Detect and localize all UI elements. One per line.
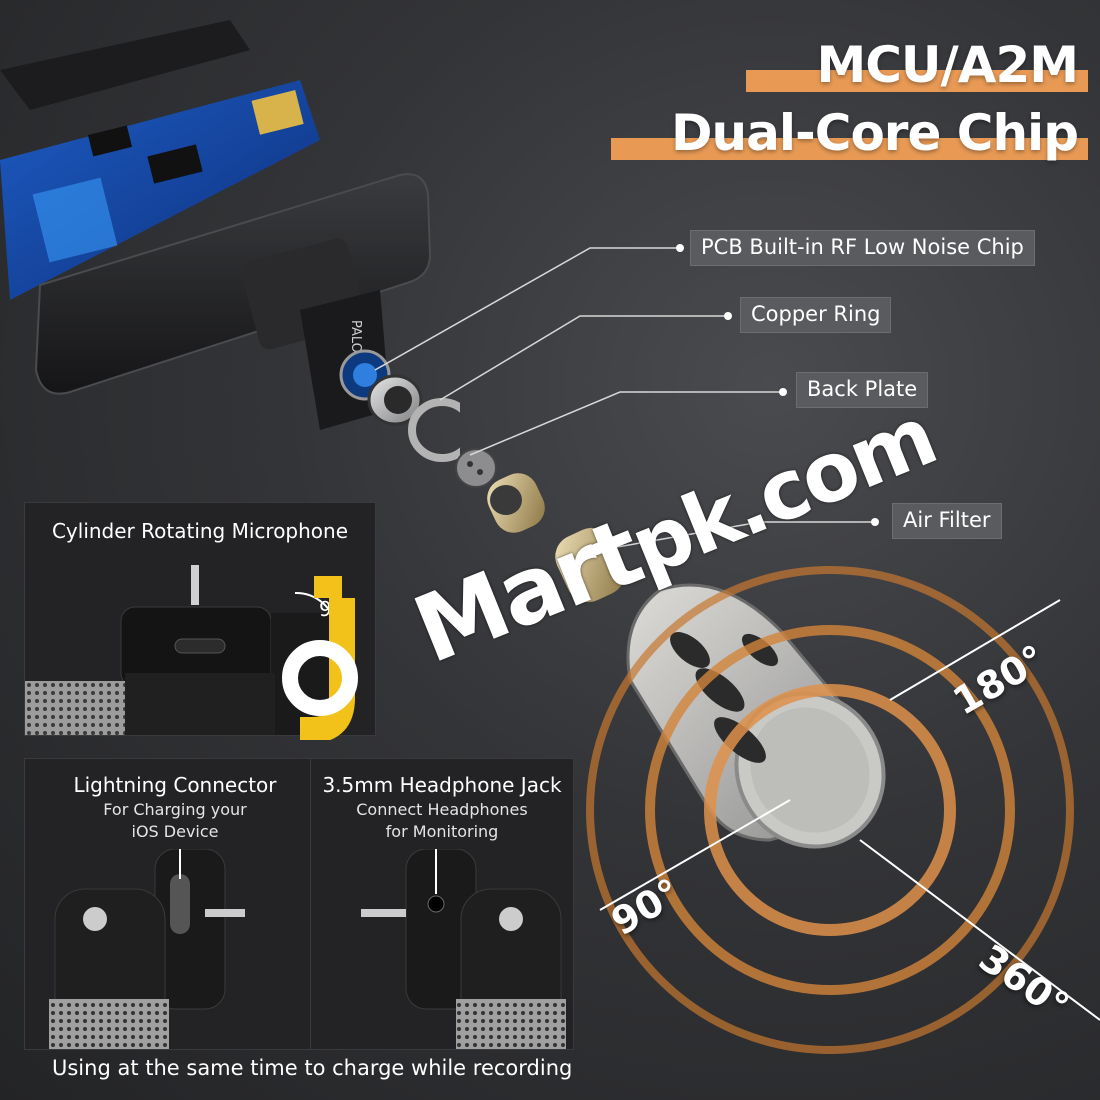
callout-back-plate: Back Plate (796, 372, 929, 408)
filter-part (555, 527, 625, 603)
bottom-caption: Using at the same time to charge while r… (52, 1056, 573, 1080)
panel-title: Cylinder Rotating Microphone (51, 519, 349, 543)
headphone-illustration (361, 849, 566, 1049)
watermark-logo-icon (282, 576, 358, 740)
device-illustration: PALOVUE (0, 20, 460, 462)
back-plate-part (455, 448, 497, 488)
pickup-pattern-rings (586, 566, 1100, 1054)
callout-air-filter: Air Filter (892, 503, 1002, 539)
panel-lightning-connector: Lightning Connector For Charging your iO… (24, 758, 326, 1050)
panel-title: 3.5mm Headphone Jack (322, 773, 562, 797)
panel-headphone-jack: 3.5mm Headphone Jack Connect Headphones … (310, 758, 574, 1050)
panel-subtitle-1: Connect Headphones (356, 800, 528, 819)
panel-subtitle-2: iOS Device (131, 822, 219, 841)
panel-subtitle-2: for Monitoring (385, 822, 499, 841)
headline-line1: MCU/A2M (746, 36, 1088, 94)
lightning-illustration (49, 849, 245, 1049)
panel-subtitle-1: For Charging your (103, 800, 247, 819)
callout-copper-ring: Copper Ring (740, 297, 892, 333)
headline-line2: Dual-Core Chip (611, 104, 1088, 162)
callout-pcb-chip: PCB Built-in RF Low Noise Chip (690, 230, 1035, 266)
panel-title: Lightning Connector (73, 773, 277, 797)
